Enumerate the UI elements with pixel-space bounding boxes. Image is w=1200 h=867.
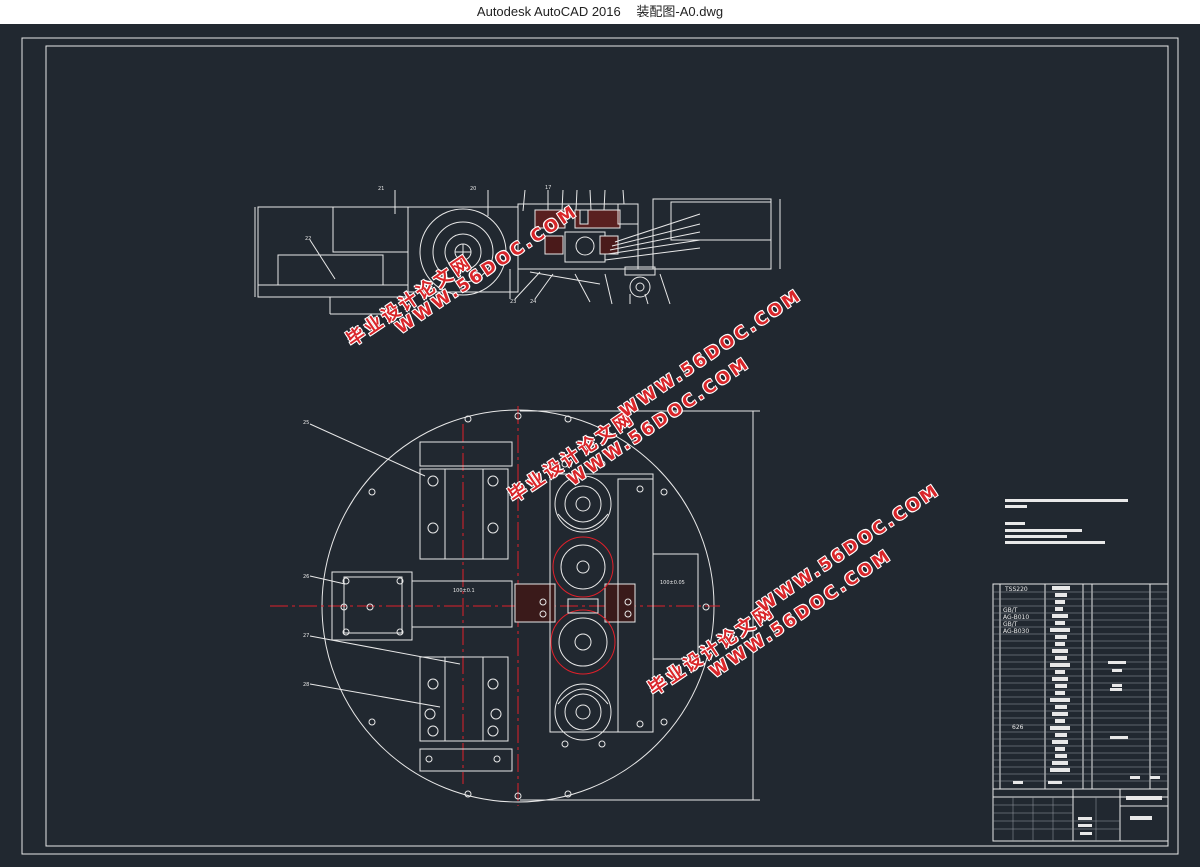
app-title: Autodesk AutoCAD 2016: [476, 4, 621, 19]
bom-code-3: AG-B010: [1003, 614, 1029, 621]
outer-border: [21, 37, 1179, 855]
bom-code-6: 626: [1012, 724, 1024, 731]
dimension-label-left: 100±0.1: [453, 588, 475, 594]
plan-view: 25 26 27 28 100±0.1 100±0.05: [270, 406, 760, 806]
drawing-canvas[interactable]: 21 20 22 17 23 24: [0, 24, 1200, 867]
section-view: 21 20 22 17 23 24: [254, 185, 781, 315]
technical-notes: [1005, 499, 1128, 544]
callout-28: 28: [303, 682, 309, 688]
bill-of-materials: TSS220 GB/T AG-B010 GB/T AG-B030 626: [992, 583, 1169, 790]
file-name: 装配图-A0.dwg: [636, 4, 724, 19]
title-block: [992, 776, 1169, 842]
callout-21: 21: [378, 186, 384, 192]
callout-24: 24: [530, 299, 536, 305]
callout-27: 27: [303, 633, 309, 639]
callout-23: 23: [510, 299, 516, 305]
bom-code-5: AG-B030: [1003, 628, 1029, 635]
callout-20: 20: [470, 186, 476, 192]
dimension-label-right: 100±0.05: [660, 580, 685, 586]
bom-code-2: GB/T: [1003, 607, 1018, 614]
callout-26: 26: [303, 574, 309, 580]
callout-25: 25: [303, 420, 309, 426]
bom-code-1: TSS220: [1004, 586, 1028, 593]
inner-border: [45, 45, 1169, 847]
assembly-drawing: 21 20 22 17 23 24: [21, 37, 1179, 855]
callout-17: 17: [545, 185, 551, 191]
bom-code-4: GB/T: [1003, 621, 1018, 628]
callout-22: 22: [305, 236, 311, 242]
window-title-bar: Autodesk AutoCAD 2016 装配图-A0.dwg: [0, 0, 1200, 24]
